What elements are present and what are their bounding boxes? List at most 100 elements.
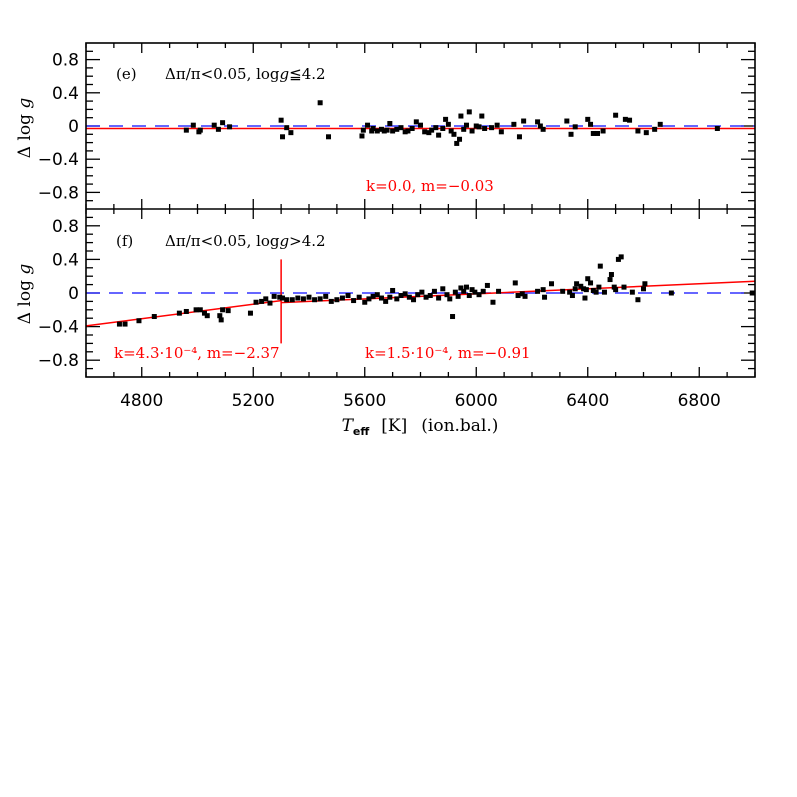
panel-f-ticks <box>85 209 756 377</box>
data-point <box>288 130 294 136</box>
data-point <box>585 276 591 282</box>
data-point <box>463 284 469 290</box>
data-point <box>482 125 488 131</box>
panel-e: −0.8−0.400.40.8 (e) Δπ/π<0.05, logg≦4.2 … <box>15 43 756 209</box>
data-point <box>542 294 548 300</box>
data-point <box>225 308 231 314</box>
data-point <box>476 292 482 298</box>
data-point <box>458 113 464 119</box>
data-point <box>600 128 606 134</box>
data-point <box>323 293 329 299</box>
data-point <box>387 294 393 300</box>
data-point <box>521 118 527 124</box>
data-point <box>381 128 387 134</box>
data-point <box>429 127 435 133</box>
data-point <box>574 281 580 287</box>
data-point <box>590 130 596 136</box>
data-point <box>469 128 475 134</box>
data-point <box>611 284 617 290</box>
data-point <box>436 295 442 301</box>
data-point <box>572 286 578 292</box>
data-point <box>351 298 357 304</box>
data-point <box>593 289 599 295</box>
data-point <box>578 283 584 289</box>
plot-frame <box>85 42 756 378</box>
data-point <box>402 291 408 297</box>
data-point <box>423 294 429 300</box>
data-point <box>328 298 334 304</box>
panel-e-y-axis-label: Δ log g <box>15 98 35 159</box>
data-point <box>406 294 412 300</box>
y-tick-label: −0.8 <box>38 351 79 371</box>
data-point <box>334 297 340 303</box>
data-point <box>613 112 619 118</box>
data-point <box>415 292 421 298</box>
data-point <box>394 296 400 302</box>
data-point <box>568 131 574 137</box>
data-point <box>445 121 451 127</box>
data-point <box>535 288 541 294</box>
data-point <box>289 297 295 303</box>
panel-e-y-tick-labels: −0.8−0.400.40.8 <box>38 51 79 204</box>
data-point <box>537 123 543 129</box>
data-point <box>627 117 633 123</box>
data-point <box>345 293 351 299</box>
data-point <box>440 125 446 131</box>
panel-f-fit-lines <box>85 259 756 344</box>
data-point <box>306 294 312 300</box>
data-point <box>564 118 570 124</box>
data-point <box>622 116 628 122</box>
data-point <box>597 263 603 269</box>
data-point <box>451 131 457 137</box>
y-tick-label: −0.4 <box>38 150 79 170</box>
data-point <box>136 318 142 324</box>
data-point <box>398 293 404 299</box>
data-point <box>197 307 203 313</box>
data-point <box>583 287 589 293</box>
data-point <box>635 128 641 134</box>
data-point <box>326 134 332 140</box>
data-point <box>183 127 189 133</box>
data-point <box>431 288 437 294</box>
x-tick-label: 5600 <box>343 391 386 411</box>
data-point <box>585 116 591 122</box>
data-point <box>402 129 408 135</box>
data-point <box>419 289 425 295</box>
data-point <box>479 113 485 119</box>
panel-e-ticks <box>85 43 756 209</box>
data-point <box>590 287 596 293</box>
data-point <box>220 307 226 313</box>
data-point <box>116 321 122 327</box>
data-point <box>469 287 475 293</box>
data-point <box>516 134 522 140</box>
panel-f-condition: Δπ/π<0.05, logg>4.2 <box>165 232 326 250</box>
data-point <box>280 134 286 140</box>
data-point <box>362 299 368 305</box>
data-point <box>490 299 496 305</box>
y-tick-label: 0.8 <box>52 51 79 71</box>
data-point <box>215 126 221 132</box>
data-point <box>374 128 380 134</box>
data-point <box>193 307 199 313</box>
data-point <box>390 128 396 134</box>
data-point <box>440 286 446 292</box>
data-point <box>176 310 182 316</box>
data-point <box>560 288 566 294</box>
data-point <box>422 129 428 135</box>
data-point <box>463 122 469 128</box>
data-point <box>519 291 525 297</box>
data-point <box>378 295 384 301</box>
data-point <box>581 286 587 292</box>
data-point <box>615 256 621 262</box>
data-point <box>596 284 602 290</box>
data-point <box>122 321 128 327</box>
data-point <box>549 281 555 287</box>
data-point <box>204 313 210 319</box>
data-point <box>387 121 393 127</box>
data-point <box>535 119 541 125</box>
data-point <box>582 295 588 301</box>
data-point <box>643 130 649 136</box>
data-point <box>457 136 463 142</box>
data-point <box>473 123 479 129</box>
